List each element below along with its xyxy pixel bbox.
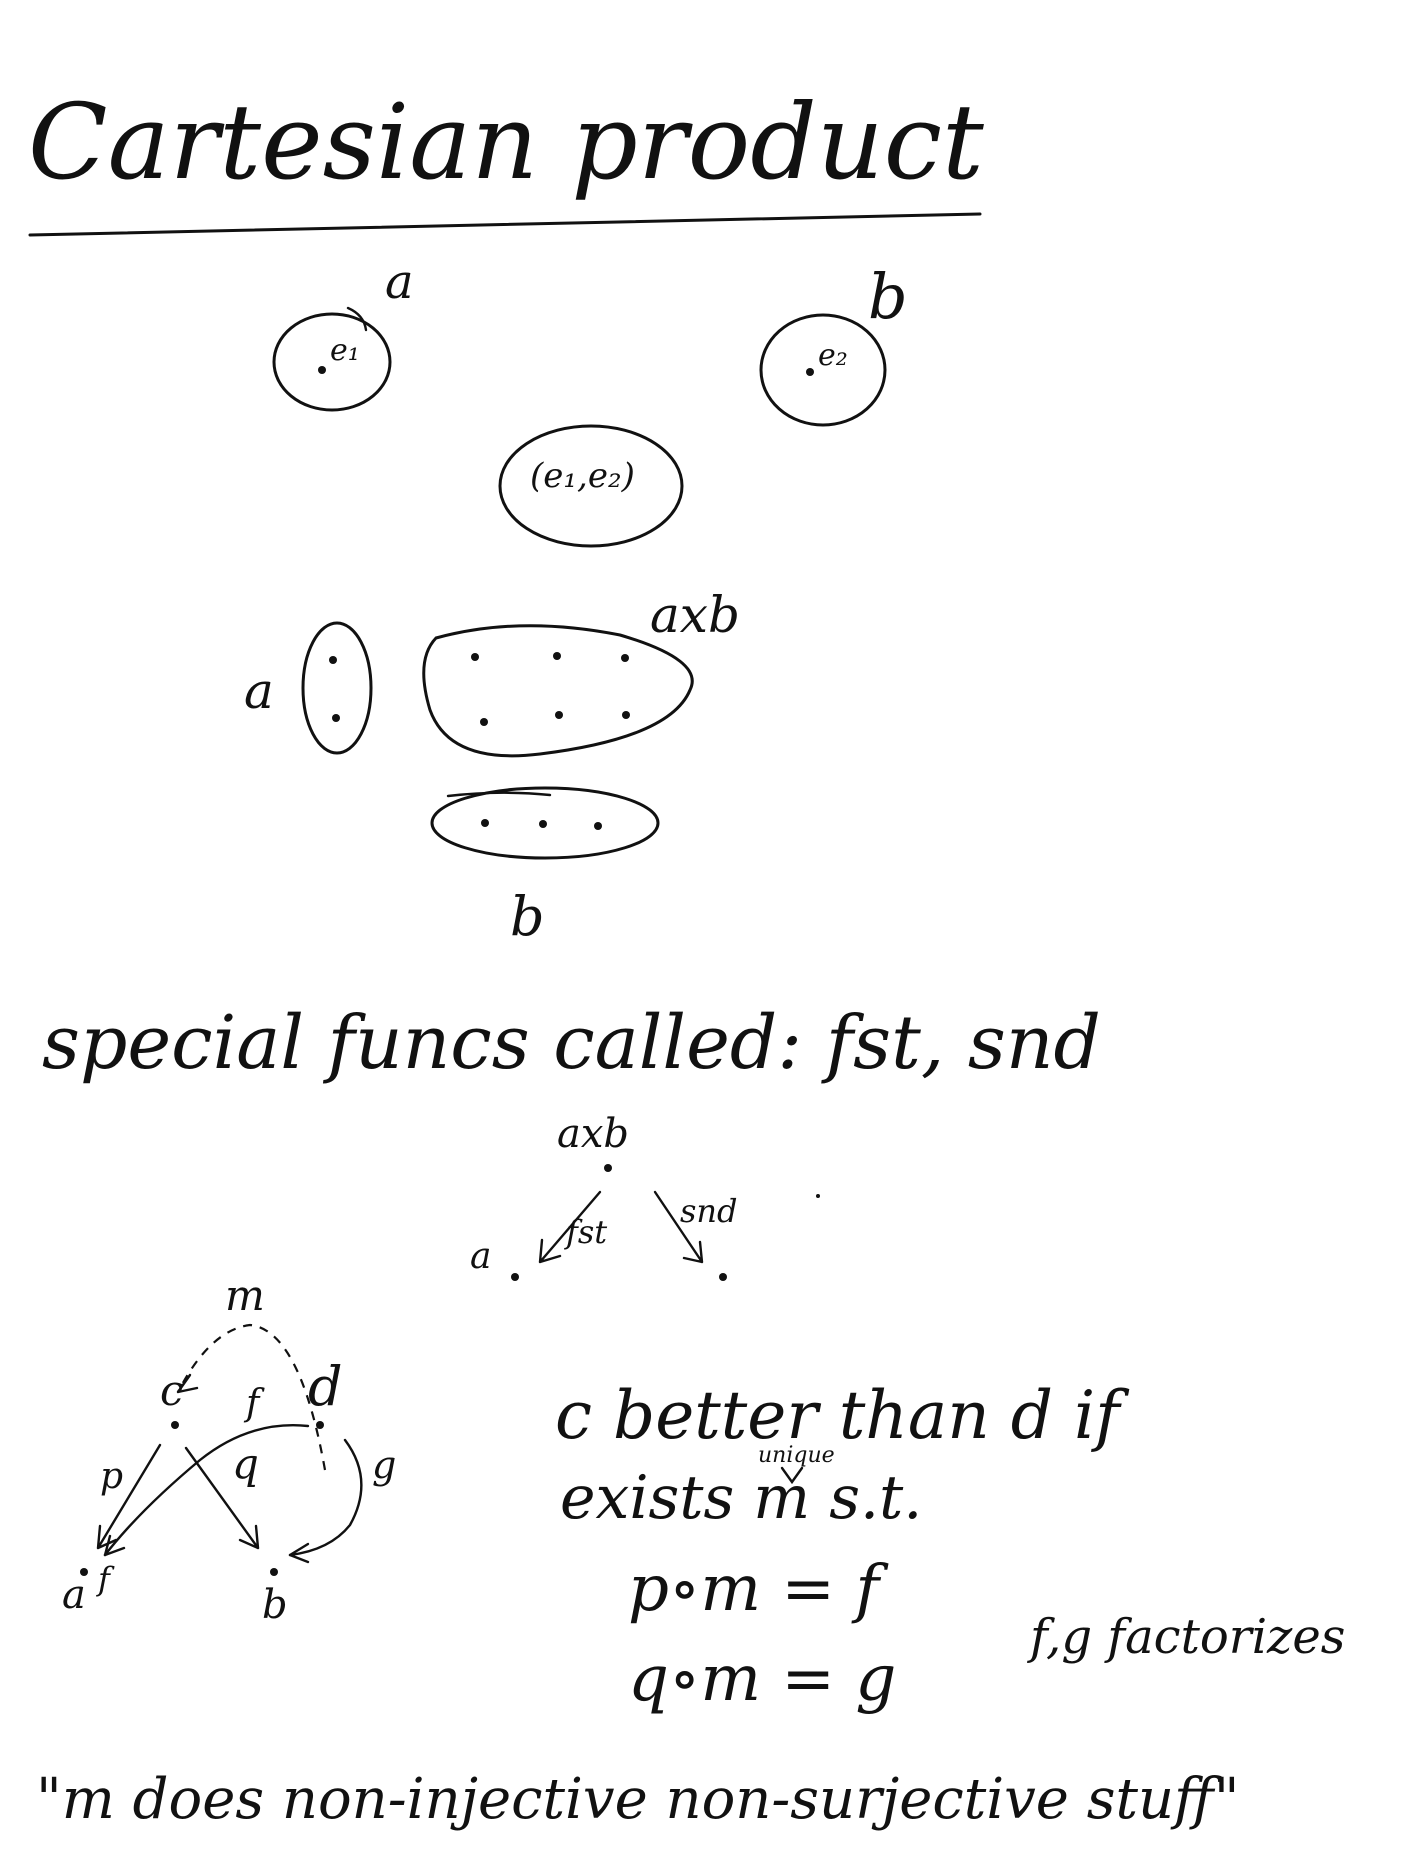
stray-mark [816, 1194, 820, 1198]
proj-top-dot [604, 1164, 612, 1172]
elem-a-dot [318, 366, 326, 374]
unique-caret [780, 1466, 804, 1485]
b-label: b [262, 1582, 288, 1628]
closing-quote: "m does non-injective non-surjective stu… [36, 1767, 1239, 1832]
equation-1: p∘m = f [628, 1552, 889, 1626]
elem-a-label: e₁ [330, 333, 360, 368]
g-label: g [372, 1443, 396, 1487]
snd-label: snd [680, 1192, 738, 1230]
condition-line1: c better than d if [555, 1377, 1130, 1454]
m-arrowhead [176, 1373, 199, 1394]
f-arrow [103, 1424, 310, 1557]
c-label: c [160, 1366, 184, 1415]
f-upper-label: f [243, 1383, 265, 1424]
pair-set-ellipse [498, 424, 684, 548]
set-b2-label: b [510, 885, 545, 948]
set-b-ellipse [759, 313, 887, 427]
product-set-label: axb [650, 586, 740, 644]
f-lower-label: f [96, 1560, 115, 1598]
set-b2-scribble [446, 791, 552, 798]
equation-2: q∘m = g [628, 1642, 896, 1716]
set-a-tick [346, 306, 368, 332]
page-title: Cartesian product [28, 81, 984, 203]
proj-left-label: a [470, 1236, 491, 1277]
g-arrow [288, 1438, 363, 1557]
title-underline [28, 212, 982, 237]
d-dot [316, 1421, 324, 1429]
set-b2-elements [481, 819, 602, 830]
special-funcs-line: special funcs called: fst, snd [42, 1000, 1101, 1086]
set-a2-ellipse [301, 621, 373, 755]
set-b-label: b [868, 260, 908, 333]
condition-line2: exists m s.t. [560, 1463, 922, 1533]
m-dashed-arrow [177, 1323, 327, 1471]
elem-b-label: e₂ [818, 338, 848, 373]
m-label: m [225, 1271, 265, 1320]
d-label: d [308, 1355, 343, 1418]
f-arrowhead [103, 1534, 126, 1557]
q-label: q [232, 1439, 259, 1488]
proj-left-dot [511, 1273, 519, 1281]
fst-arrow [538, 1190, 602, 1264]
set-a-ellipse [272, 312, 392, 412]
p-arrow [96, 1443, 162, 1550]
c-dot [171, 1421, 179, 1429]
unique-annotation: unique [758, 1443, 835, 1468]
product-set-shape [422, 624, 694, 758]
set-a-label: a [385, 254, 414, 310]
proj-right-dot [719, 1273, 727, 1281]
pair-label: (e₁,e₂) [530, 456, 635, 496]
fst-label: fst [564, 1213, 607, 1251]
set-a2-elem-2 [332, 714, 340, 722]
factorizes-note: f,g factorizes [1027, 1609, 1345, 1665]
q-arrow [184, 1446, 260, 1550]
a-label: a [62, 1572, 86, 1618]
a-dot [80, 1568, 88, 1576]
set-a2-label: a [244, 662, 274, 720]
elem-b-dot [806, 368, 814, 376]
set-b2-ellipse [430, 786, 660, 860]
p-label: p [100, 1456, 123, 1497]
b-dot [270, 1568, 278, 1576]
g-arrowhead [288, 1542, 310, 1564]
product-set-elements [471, 652, 630, 726]
proj-top-label: axb [557, 1111, 629, 1157]
snd-arrow [653, 1190, 704, 1264]
set-a2-elem-1 [329, 656, 337, 664]
